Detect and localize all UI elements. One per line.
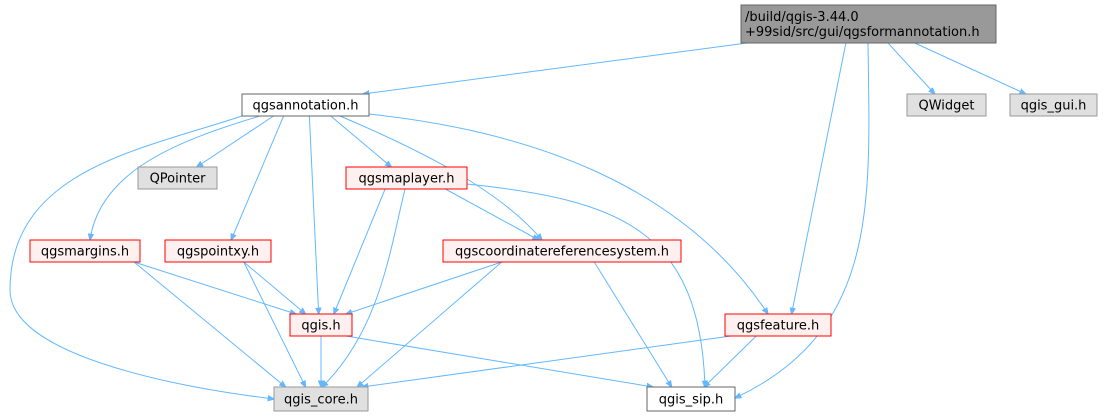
node-box-qgsfeature: [724, 313, 832, 337]
edge-qgsmaplayer-to-qgscrs: [445, 188, 538, 240]
edge-root-to-qgsfeature: [792, 42, 847, 314]
nodes-layer: /build/qgis-3.44.0+99sid/src/gui/qgsform…: [29, 4, 1098, 412]
edge-qgsmaplayer-to-qgis: [334, 188, 386, 314]
edge-qgsfeature-to-qgis_core: [362, 335, 732, 387]
edge-qgsannotation-to-qgsmargins: [90, 115, 261, 240]
node-label-qgsannotation: qgsannotation.h: [252, 99, 358, 114]
node-qpointer[interactable]: QPointer: [137, 166, 218, 190]
node-box-qpointer: [137, 166, 218, 190]
node-qgsfeature[interactable]: qgsfeature.h: [724, 313, 832, 337]
edge-qgsannotation-to-qgis_core: [9, 115, 274, 399]
node-qgscrs[interactable]: qgscoordinatereferencesystem.h: [442, 239, 682, 263]
node-box-qgsmargins: [29, 239, 141, 263]
node-root: /build/qgis-3.44.0+99sid/src/gui/qgsform…: [740, 4, 997, 44]
node-label-qgscrs: qgscoordinatereferencesystem.h: [455, 245, 669, 260]
edge-qgscrs-to-qgis: [346, 261, 502, 314]
edge-qgsannotation-to-qgis: [308, 115, 318, 314]
edge-qgsannotation-to-qgsmaplayer: [330, 115, 392, 167]
edge-qgsfeature-to-qgis_sip: [704, 335, 757, 387]
node-label-qgis_core: qgis_core.h: [284, 393, 358, 408]
edge-qgsannotation-to-qpointer: [197, 115, 274, 167]
node-qgis_sip[interactable]: qgis_sip.h: [646, 386, 736, 412]
node-qgis_gui[interactable]: qgis_gui.h: [1009, 93, 1098, 117]
node-box-qgis: [289, 313, 353, 337]
node-qgis[interactable]: qgis.h: [289, 313, 353, 337]
node-box-qgsmaplayer: [345, 166, 468, 190]
node-box-qwidget: [906, 93, 987, 117]
node-box-qgsannotation: [241, 93, 370, 117]
node-qgsannotation[interactable]: qgsannotation.h: [241, 93, 370, 117]
node-label-root-1: +99sid/src/gui/qgsformannotation.h: [745, 25, 980, 40]
node-label-qgsmargins: qgsmargins.h: [41, 245, 129, 260]
node-box-qgscrs: [442, 239, 682, 263]
edge-qgsannotation-to-qgsfeature: [368, 113, 768, 314]
edge-qgis-to-qgis_sip: [345, 335, 653, 387]
node-label-root-0: /build/qgis-3.44.0: [745, 10, 859, 25]
node-qgis_core[interactable]: qgis_core.h: [273, 386, 369, 412]
edges-layer: [9, 42, 1026, 399]
node-label-qgspointxy: qgspointxy.h: [177, 245, 259, 260]
edge-root-to-qgis_gui: [914, 42, 1026, 94]
node-label-qgsmaplayer: qgsmaplayer.h: [359, 172, 455, 187]
node-label-qgis_gui: qgis_gui.h: [1021, 99, 1087, 114]
edge-qgsmargins-to-qgis: [133, 261, 296, 314]
node-label-qgis_sip: qgis_sip.h: [659, 393, 723, 408]
node-label-qpointer: QPointer: [150, 172, 207, 187]
node-box-qgspointxy: [164, 239, 272, 263]
node-label-qgis: qgis.h: [301, 319, 340, 334]
node-qwidget[interactable]: QWidget: [906, 93, 987, 117]
edge-qgsmaplayer-to-qgis_core: [322, 188, 406, 387]
node-qgsmargins[interactable]: qgsmargins.h: [29, 239, 141, 263]
node-label-qwidget: QWidget: [918, 99, 974, 114]
node-label-qgsfeature: qgsfeature.h: [737, 319, 820, 334]
node-box-qgis_sip: [646, 386, 736, 412]
edge-root-to-qgis_sip: [735, 42, 870, 398]
node-box-root: [740, 4, 997, 44]
edge-qgsmaplayer-to-qgis_sip: [466, 183, 705, 387]
edge-qgspointxy-to-qgis: [243, 261, 306, 314]
node-qgsmaplayer[interactable]: qgsmaplayer.h: [345, 166, 468, 190]
edge-qgspointxy-to-qgis_core: [243, 261, 306, 387]
edge-root-to-qwidget: [887, 42, 935, 94]
edge-qgsmargins-to-qgis_core: [133, 261, 286, 387]
node-box-qgis_gui: [1009, 93, 1098, 117]
node-box-qgis_core: [273, 386, 369, 412]
edge-qgscrs-to-qgis_sip: [593, 261, 671, 387]
edge-qgscrs-to-qgis_core: [357, 261, 503, 387]
node-qgspointxy[interactable]: qgspointxy.h: [164, 239, 272, 263]
edge-qgsannotation-to-qgspointxy: [231, 115, 285, 240]
edge-root-to-qgsannotation: [363, 42, 748, 94]
